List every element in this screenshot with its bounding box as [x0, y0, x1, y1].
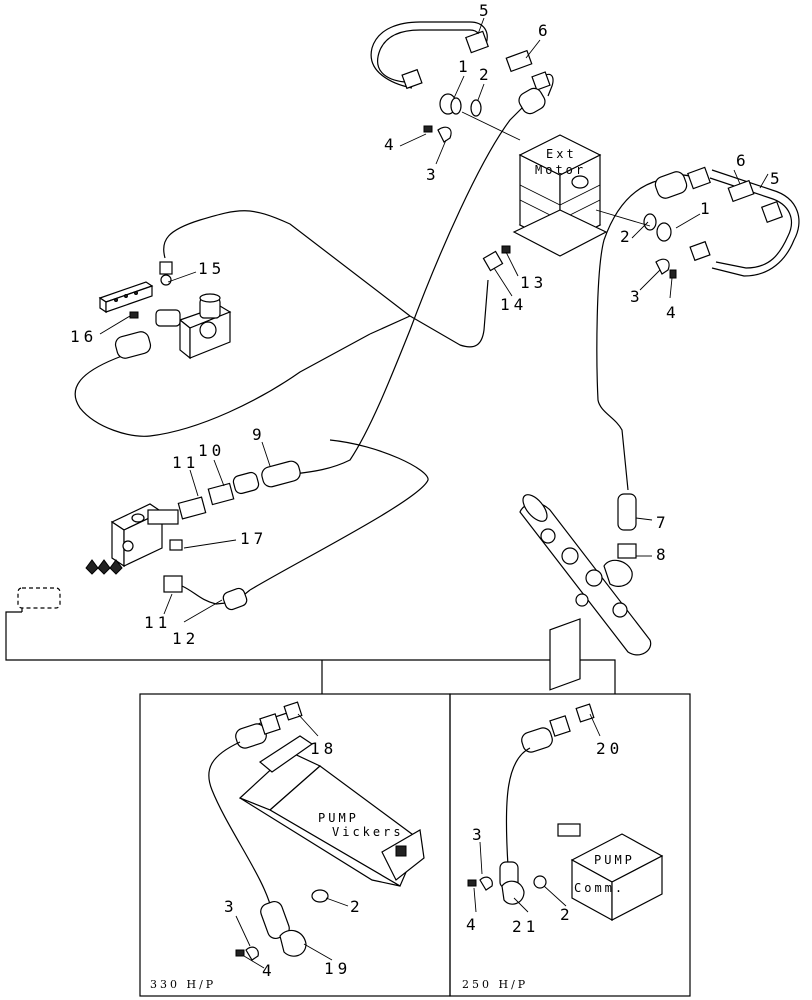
callout-top-5: 5 — [479, 1, 493, 20]
callout-top-4: 4 — [384, 135, 398, 154]
callout-20: 20 — [596, 739, 623, 758]
callout-250-3: 3 — [472, 825, 486, 844]
pump-vickers-label-2: Vickers — [332, 825, 404, 839]
callout-330-3: 3 — [224, 897, 238, 916]
valve-assembly-lower — [17, 460, 301, 611]
callout-right-6: 6 — [736, 151, 750, 170]
callout-330-2: 2 — [350, 897, 364, 916]
callout-250-2: 2 — [560, 905, 574, 924]
callout-9: 9 — [252, 425, 266, 444]
callout-18: 18 — [310, 739, 337, 758]
callout-11-lower: 11 — [144, 613, 171, 632]
callout-7: 7 — [656, 513, 670, 532]
callout-14: 14 — [500, 295, 527, 314]
callout-8: 8 — [656, 545, 670, 564]
callout-top-2: 2 — [479, 65, 493, 84]
box-label-250: 250 H/P — [462, 978, 528, 991]
callout-top-6: 6 — [538, 21, 552, 40]
callout-right-5: 5 — [770, 169, 784, 188]
callout-top-3: 3 — [426, 165, 440, 184]
callout-11-upper: 11 — [172, 453, 199, 472]
box-label-330: 330 H/P — [150, 978, 216, 991]
callout-21: 21 — [512, 917, 539, 936]
pump-vickers-label-1: PUMP — [318, 811, 359, 825]
callout-10: 10 — [198, 441, 225, 460]
ext-motor: Ext Motor — [512, 134, 608, 257]
callout-right-1: 1 — [700, 199, 714, 218]
variant-boxes: 330 H/P 250 H/P — [139, 693, 691, 997]
callout-250-4: 4 — [466, 915, 480, 934]
ext-motor-label-2: Motor — [535, 163, 586, 177]
pump-comm-label-2: Comm. — [574, 881, 625, 895]
callout-15: 15 — [198, 259, 225, 278]
callout-right-2: 2 — [620, 227, 634, 246]
callout-top-1: 1 — [458, 57, 472, 76]
right-fittings — [595, 166, 784, 279]
callout-right-4: 4 — [666, 303, 680, 322]
callout-12: 12 — [172, 629, 199, 648]
callout-right-3: 3 — [630, 287, 644, 306]
leader-lines — [99, 17, 769, 969]
callout-13: 13 — [520, 273, 547, 292]
pump-comm-label-1: PUMP — [594, 853, 635, 867]
callout-16: 16 — [70, 327, 97, 346]
pump-comm: PUMP Comm. — [467, 618, 664, 922]
manifold-tube — [519, 493, 652, 656]
valve-assembly-upper — [98, 261, 232, 360]
callout-19: 19 — [324, 959, 351, 978]
top-fittings — [401, 30, 551, 143]
fittings-13-14 — [482, 245, 511, 272]
callout-330-4: 4 — [262, 961, 276, 980]
callouts: 5 6 1 2 4 3 6 5 1 2 3 4 13 14 15 16 9 10… — [70, 1, 784, 980]
pump-vickers: PUMP Vickers — [208, 701, 425, 961]
callout-17: 17 — [240, 529, 267, 548]
ext-motor-label-1: Ext — [546, 147, 577, 161]
